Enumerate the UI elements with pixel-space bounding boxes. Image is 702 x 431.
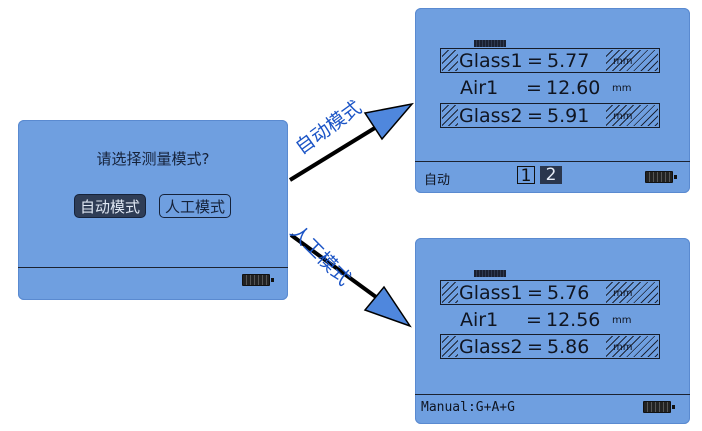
equals-sign: = <box>526 77 542 99</box>
progress-indicator <box>474 270 506 277</box>
measurement-value: 5.91 <box>547 105 590 127</box>
mode-select-screen: 请选择测量模式? 自动模式 人工模式 <box>18 120 288 300</box>
measurement-row: Air1 = 12.56 mm <box>440 308 660 333</box>
measurement-label: Air1 <box>460 309 499 331</box>
equals-sign: = <box>527 336 543 358</box>
measurement-row: Air1 = 12.60 mm <box>440 76 660 101</box>
mode-status-text: Manual:G+A+G <box>421 400 515 415</box>
arrow-to-manual <box>289 233 412 328</box>
equals-sign: = <box>527 105 543 127</box>
measurement-value: 5.77 <box>547 50 590 72</box>
equals-sign: = <box>527 282 543 304</box>
page-indicator-2[interactable]: 2 <box>540 166 562 184</box>
manual-mode-button[interactable]: 人工模式 <box>159 194 232 218</box>
arrow-head-icon <box>363 285 412 328</box>
mode-prompt: 请选择测量模式? <box>96 150 210 168</box>
arrow-to-auto <box>288 102 414 182</box>
progress-indicator <box>474 40 506 47</box>
measurement-label: Air1 <box>460 77 499 99</box>
measurement-unit: mm <box>613 288 633 299</box>
status-divider <box>18 267 288 268</box>
equals-sign: = <box>526 309 542 331</box>
measurement-label: Glass2 <box>459 336 523 358</box>
status-divider <box>415 394 690 395</box>
measurement-label: Glass1 <box>459 282 523 304</box>
arrow-head-icon <box>363 102 414 141</box>
manual-result-screen: Glass1 = 5.76 mm Air1 = 12.56 mm Glass2 … <box>415 238 690 424</box>
measurement-value: 12.56 <box>546 309 601 331</box>
battery-icon <box>645 171 677 183</box>
equals-sign: = <box>527 50 543 72</box>
measurement-unit: mm <box>612 83 632 94</box>
measurement-value: 5.86 <box>547 336 590 358</box>
measurement-row: Glass1 = 5.77 mm <box>440 48 660 73</box>
measurement-row: Glass1 = 5.76 mm <box>440 280 660 305</box>
auto-mode-button[interactable]: 自动模式 <box>74 194 147 218</box>
battery-icon <box>643 401 675 413</box>
mode-status-text: 自动 <box>424 173 451 188</box>
measurement-unit: mm <box>613 111 633 122</box>
auto-result-screen: Glass1 = 5.77 mm Air1 = 12.60 mm Glass2 … <box>415 8 690 193</box>
measurement-label: Glass2 <box>459 105 523 127</box>
status-divider <box>415 161 690 162</box>
measurement-unit: mm <box>613 342 633 353</box>
measurement-unit: mm <box>612 315 632 326</box>
measurement-row: Glass2 = 5.91 mm <box>440 103 660 128</box>
page-indicator-1[interactable]: 1 <box>517 166 535 185</box>
battery-icon <box>242 274 274 286</box>
measurement-row: Glass2 = 5.86 mm <box>440 334 660 359</box>
measurement-value: 5.76 <box>547 282 590 304</box>
measurement-value: 12.60 <box>546 77 601 99</box>
measurement-unit: mm <box>613 56 633 67</box>
measurement-label: Glass1 <box>459 50 523 72</box>
